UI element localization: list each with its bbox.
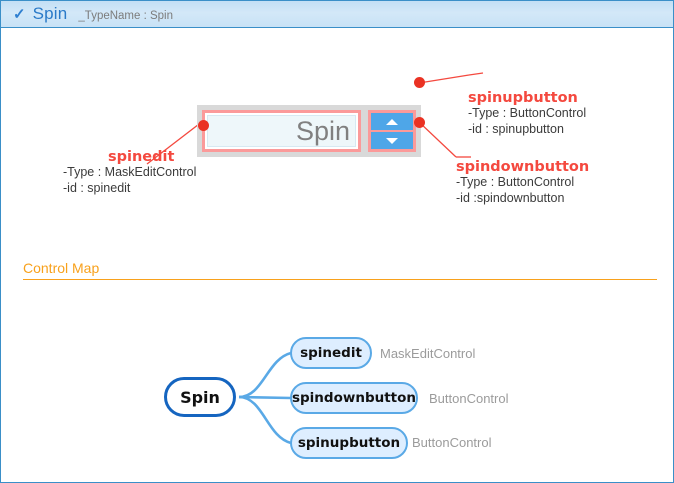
map-node-spinupbutton[interactable]: spinupbutton	[290, 427, 408, 459]
spinupbutton[interactable]	[371, 113, 413, 130]
callout-spinedit-type: -Type : MaskEditControl	[63, 165, 197, 179]
anchor-dot-spindownbutton	[414, 117, 425, 128]
header-typename: _TypeName : Spin	[78, 9, 174, 22]
callout-spindownbutton-id: -id :spindownbutton	[456, 190, 565, 205]
page-body: Spin spinedit -Type : MaskEditControl -i…	[1, 29, 673, 482]
callout-spinupbutton-id: -id : spinupbutton	[468, 121, 564, 136]
control-map-title: Control Map	[23, 260, 100, 276]
triangle-up-icon	[386, 118, 398, 125]
page-title: Spin	[32, 4, 68, 23]
callout-spindownbutton-type: -Type : ButtonControl	[456, 175, 575, 189]
callout-spindownbutton: spindownbutton -Type : ButtonControl -id…	[456, 159, 589, 206]
callout-spinupbutton-type: -Type : ButtonControl	[468, 106, 587, 120]
map-type-spinupbutton: ButtonControl	[412, 435, 492, 450]
triangle-down-icon	[386, 137, 398, 144]
anchor-dot-spinupbutton	[414, 77, 425, 88]
spinedit-highlight-box: Spin	[202, 110, 361, 152]
map-node-root[interactable]: Spin	[164, 377, 236, 417]
anchor-dot-spinedit	[198, 120, 209, 131]
callout-spindownbutton-title: spindownbutton	[456, 159, 590, 175]
spinbuttons-highlight-box	[368, 110, 416, 152]
page-header: ✓ Spin _TypeName : Spin	[1, 1, 673, 28]
callout-spinedit: spinedit -Type : MaskEditControl -id : s…	[63, 149, 196, 196]
callout-spinedit-title: spinedit	[108, 149, 175, 165]
map-type-spindownbutton: ButtonControl	[429, 391, 509, 406]
callout-spinupbutton: spinupbutton -Type : ButtonControl -id :…	[468, 90, 586, 137]
map-node-spinedit[interactable]: spinedit	[290, 337, 372, 369]
spinedit-value: Spin	[295, 115, 350, 146]
callout-spinedit-id: -id : spinedit	[63, 180, 131, 195]
spindownbutton[interactable]	[371, 132, 413, 149]
map-type-spinedit: MaskEditControl	[380, 346, 476, 361]
control-map-divider	[23, 279, 657, 280]
spin-control-preview: Spin	[197, 105, 421, 157]
map-node-spindownbutton[interactable]: spindownbutton	[290, 382, 418, 414]
callout-spinupbutton-title: spinupbutton	[468, 90, 578, 106]
spinedit-field[interactable]: Spin	[207, 115, 356, 147]
check-icon: ✓	[13, 5, 26, 23]
